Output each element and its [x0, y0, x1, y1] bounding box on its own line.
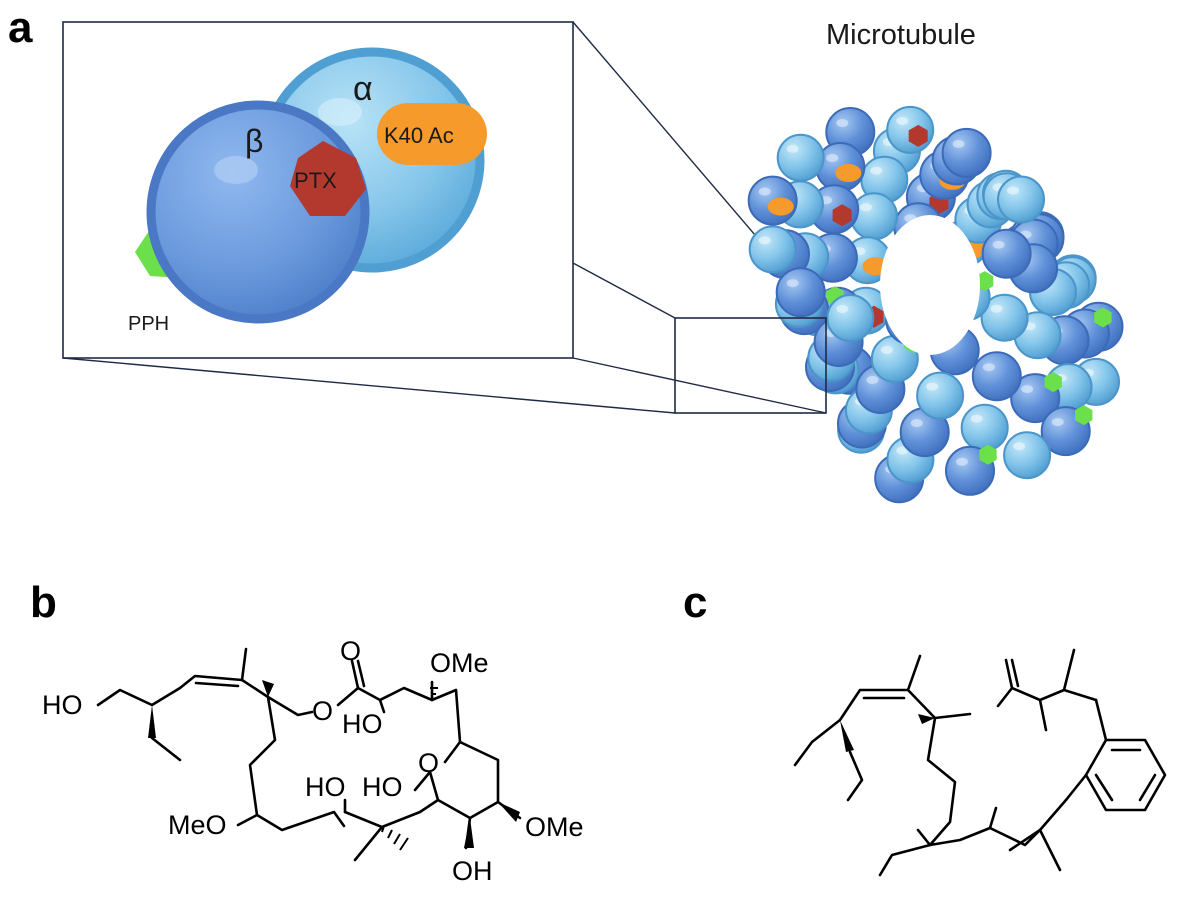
atom-o-ester: O: [312, 696, 333, 726]
k40-label: K40 Ac: [384, 123, 454, 148]
ptx-hexagon: [290, 141, 366, 216]
microtubule-illustration: [747, 105, 1124, 504]
panel-b: b: [30, 578, 584, 886]
alpha-tubulin-subunit: [916, 371, 965, 420]
zoom-line-bottom: [62, 357, 676, 414]
atom-ho-mid1: HO: [305, 772, 346, 802]
zoom-line-mid: [572, 262, 676, 319]
atom-ome-top: OMe: [430, 648, 489, 678]
beta-tubulin-subunit: [941, 127, 992, 178]
atom-ho-mid2: HO: [362, 772, 403, 802]
alpha-tubulin-subunit: [826, 294, 875, 342]
zoom-line-right: [572, 357, 827, 414]
atom-ho-left: HO: [42, 690, 83, 720]
atom-ome-right: OMe: [525, 812, 584, 842]
alpha-tubulin-subunit: [960, 403, 1009, 452]
panel-a-letter: a: [8, 3, 33, 52]
microtubule-lumen: [880, 215, 980, 355]
k40-acetyl-marker-small: [767, 197, 794, 216]
beta-tubulin-subunit: [775, 267, 826, 318]
alpha-tubulin-subunit: [748, 225, 797, 274]
pph-label: PPH: [128, 313, 169, 335]
microtubule-title: Microtubule: [826, 19, 976, 51]
alpha-tubulin-subunit: [997, 175, 1045, 224]
alpha-tubulin-subunit: [776, 133, 825, 182]
compound-b-structure: HO OMe O O HO O MeO HO HO OMe OH: [42, 636, 584, 886]
compound-c-structure: [793, 648, 1167, 877]
atom-o-pyran: O: [418, 748, 439, 778]
alpha-tubulin-subunit: [1003, 431, 1052, 480]
alpha-label: α: [353, 70, 373, 108]
k40-acetyl-marker: [377, 103, 487, 165]
panel-a: a α β PTX K40 Ac PPH Microtubule: [8, 3, 1124, 504]
panel-b-letter: b: [30, 578, 57, 627]
beta-tubulin-subunit: [971, 351, 1022, 402]
microtubule-highlight-box: [674, 317, 827, 414]
atom-meo-left: MeO: [168, 810, 227, 840]
tubulin-dimer-closeup: α β PTX K40 Ac PPH: [128, 47, 487, 335]
beta-label: β: [245, 123, 263, 159]
beta-tubulin-subunit: [981, 228, 1032, 279]
atom-oh-bottom: OH: [452, 856, 493, 886]
panel-c: c: [683, 578, 1167, 877]
k40-acetyl-marker-small: [835, 164, 862, 182]
zoom-inset-frame: [62, 21, 574, 359]
atom-o-carbonyl: O: [340, 636, 361, 666]
panel-c-letter: c: [683, 578, 707, 627]
atom-ho-alpha: HO: [342, 709, 383, 739]
ptx-label: PTX: [294, 168, 337, 193]
